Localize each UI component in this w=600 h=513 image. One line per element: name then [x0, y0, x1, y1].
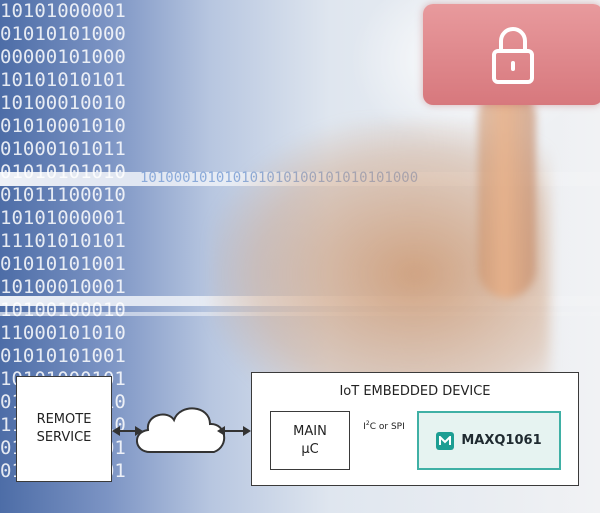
remote-service-box: REMOTE SERVICE [16, 376, 112, 482]
binary-row: 11000101010 [0, 322, 126, 344]
lock-tile [423, 4, 600, 105]
binary-row: 10101000001 [0, 207, 126, 229]
binary-row: 01010101001 [0, 345, 126, 367]
bus-suffix: C or SPI [369, 422, 405, 432]
bus-prefix: I [363, 422, 366, 432]
maxim-logo-icon [436, 431, 455, 450]
binary-row: 01011100010 [0, 184, 126, 206]
main-uc-line2: µC [301, 441, 319, 457]
binary-row: 10100010010 [0, 92, 126, 114]
main-uc-box: MAIN µC [270, 411, 350, 470]
bus-sup: 2 [365, 420, 370, 427]
binary-row: 01010101001 [0, 253, 126, 275]
remote-service-line2: SERVICE [36, 430, 92, 445]
padlock-icon [492, 26, 534, 84]
remote-service-line1: REMOTE [36, 412, 92, 427]
cloud-icon [136, 407, 225, 453]
binary-row: 00000101000 [0, 46, 126, 68]
device-title: IoT EMBEDDED DEVICE [339, 384, 491, 399]
binary-row: 01000101011 [0, 138, 126, 160]
bus-label: I2C or SPI [352, 420, 416, 432]
binary-row: 11101010101 [0, 230, 126, 252]
maxq1061-chip-box: MAXQ1061 [417, 411, 561, 470]
binary-row: 10100010001 [0, 276, 126, 298]
arrowhead [243, 426, 251, 436]
chip-label: MAXQ1061 [461, 433, 542, 448]
binary-row: 01010001010 [0, 115, 126, 137]
arrowhead [112, 426, 120, 436]
binary-row: 10101000001 [0, 0, 126, 22]
binary-row: 10101010101 [0, 69, 126, 91]
pointing-finger [478, 88, 536, 298]
main-uc-line1: MAIN [293, 423, 327, 439]
arrowhead [135, 426, 143, 436]
binary-row: 01010101000 [0, 23, 126, 45]
arrowhead [217, 426, 225, 436]
